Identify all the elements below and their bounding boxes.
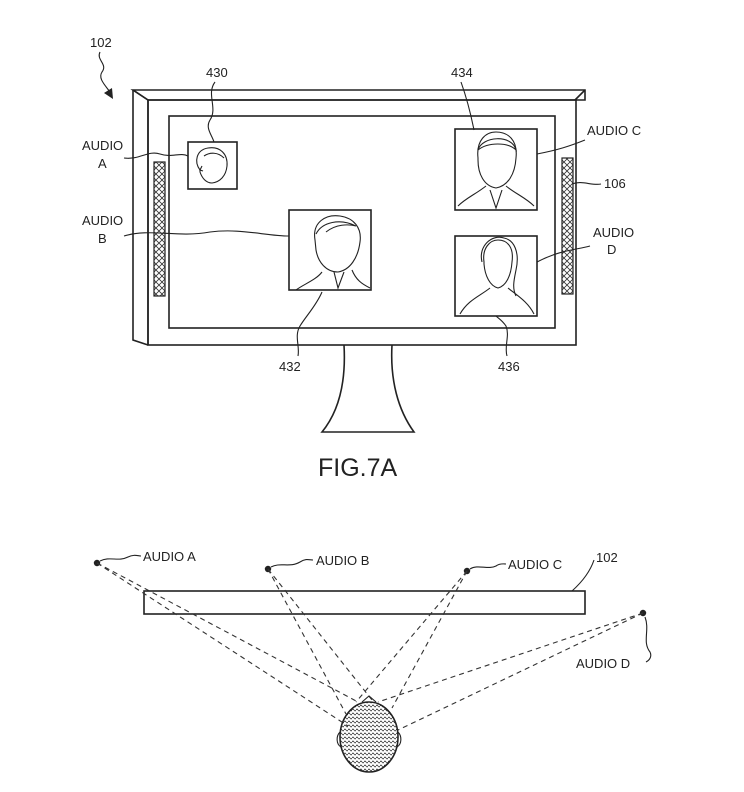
- person-icon: [483, 239, 513, 289]
- audio-a-top-label: AUDIO A: [143, 549, 196, 564]
- head-icon: [196, 147, 228, 184]
- monitor-top-edge: [130, 89, 586, 101]
- path-b-1: [267, 568, 347, 715]
- leader-434: [460, 81, 475, 131]
- shoulders-line: [457, 185, 535, 207]
- leader-audio-d-top: [644, 616, 652, 663]
- person-icon: [477, 131, 517, 189]
- path-a-2: [96, 562, 359, 703]
- leader-106: [571, 182, 602, 185]
- hair-line: [477, 138, 518, 152]
- audio-b-top-label: AUDIO B: [316, 553, 369, 568]
- monitor-corner-line: [574, 89, 586, 101]
- monitor-stand: [320, 344, 416, 433]
- video-window-430: [187, 141, 238, 190]
- leader-430: [207, 81, 216, 143]
- leader-audio-c: [536, 139, 586, 155]
- monitor: [130, 89, 586, 433]
- monitor-left-edge-line: [132, 89, 149, 345]
- audio-d-top-label: AUDIO D: [576, 656, 630, 671]
- fig-7b: 102 AUDIO A AUDIO B AUDIO C AUDIO D: [93, 549, 652, 773]
- listener-head: [336, 695, 402, 773]
- speaker-left: [153, 161, 166, 297]
- ref-label-432: 432: [279, 359, 301, 374]
- hair-line: [315, 221, 357, 235]
- audio-b-label-line1: AUDIO: [82, 213, 123, 228]
- person-icon: [314, 215, 361, 273]
- ref-label-436: 436: [498, 359, 520, 374]
- shoulders-line: [295, 269, 371, 291]
- monitor-side-face: [132, 90, 149, 346]
- head-icon: [339, 701, 399, 773]
- path-d-1: [377, 612, 644, 703]
- arrowhead-icon: [104, 88, 113, 99]
- nose-line: [199, 165, 204, 172]
- leader-436: [495, 315, 508, 357]
- hair-line: [203, 152, 225, 159]
- collar-line: [333, 271, 345, 290]
- ref-label-102: 102: [90, 35, 112, 50]
- leader-audio-a: [123, 152, 189, 159]
- audio-c-top-label: AUDIO C: [508, 557, 562, 572]
- video-window-434: [454, 128, 538, 211]
- leader-audio-b-top: [270, 558, 314, 568]
- monitor-bezel: [147, 99, 577, 346]
- leader-102-top: [571, 559, 595, 592]
- nose-icon: [361, 695, 377, 703]
- tie-line: [489, 189, 503, 210]
- speaker-right: [561, 157, 574, 295]
- right-ear-icon: [396, 731, 402, 748]
- ref-label-434: 434: [451, 65, 473, 80]
- audio-b-label-line2: B: [98, 231, 107, 246]
- video-window-432: [288, 209, 372, 291]
- path-b-2: [267, 568, 373, 701]
- path-a-1: [96, 562, 349, 727]
- leader-audio-c-top: [469, 563, 507, 570]
- audio-c-label: AUDIO C: [587, 123, 641, 138]
- window-frame: [288, 209, 372, 291]
- ref-leader-102: [98, 51, 111, 93]
- leader-audio-d: [536, 245, 591, 263]
- window-frame: [454, 128, 538, 211]
- leader-audio-b: [123, 230, 290, 237]
- display-top-view: [143, 590, 586, 615]
- leader-432: [296, 291, 323, 357]
- sound-paths: [96, 562, 644, 731]
- audio-a-label-line1: AUDIO: [82, 138, 123, 153]
- audio-d-label-line2: D: [607, 242, 616, 257]
- ref-label-430: 430: [206, 65, 228, 80]
- shoulders-line: [459, 287, 535, 315]
- path-c-1: [355, 570, 468, 703]
- figure-caption-7a: FIG.7A: [318, 454, 398, 482]
- ref-label-106: 106: [604, 176, 626, 191]
- monitor-screen: [168, 115, 556, 329]
- left-ear-icon: [336, 731, 342, 748]
- path-d-2: [397, 612, 644, 731]
- path-c-2: [391, 570, 468, 709]
- hair-line: [480, 236, 518, 297]
- window-frame: [187, 141, 238, 190]
- video-window-436: [454, 235, 538, 317]
- audio-a-label-line2: A: [98, 156, 107, 171]
- fig-7a: 102 430: [82, 35, 641, 482]
- ref-label-102-top: 102: [596, 550, 618, 565]
- leader-audio-a-top: [99, 554, 142, 562]
- audio-d-label-line1: AUDIO: [593, 225, 634, 240]
